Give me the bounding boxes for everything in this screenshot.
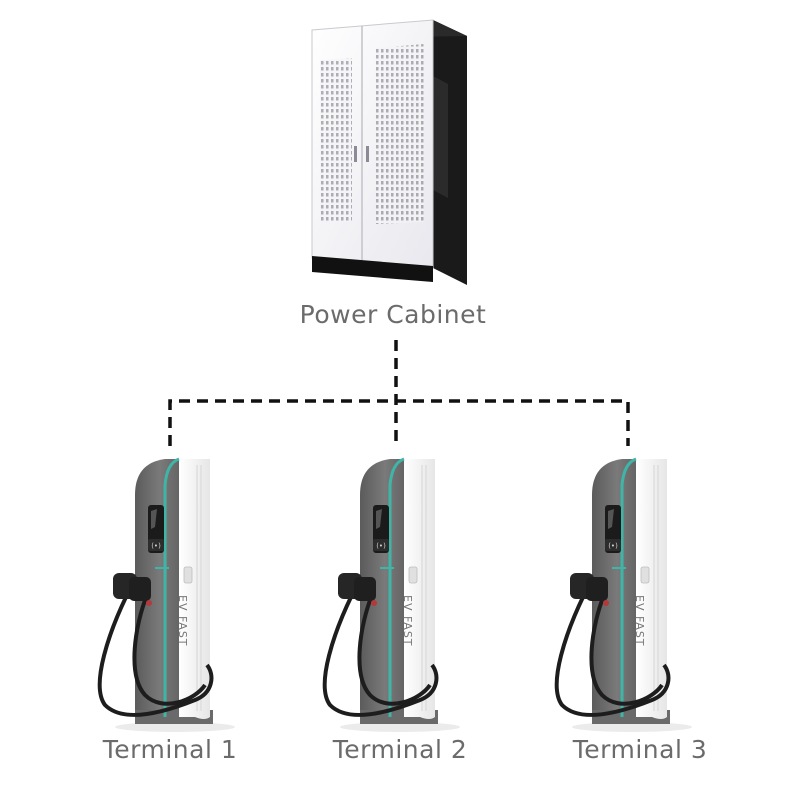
connector-bus (168, 399, 630, 446)
brand-text: EV FAST (176, 595, 189, 647)
terminal-2-charger: EV FAST (322, 457, 462, 734)
terminal-3-label: Terminal 3 (572, 735, 708, 764)
power-connections (168, 340, 630, 446)
power-cabinet-label: Power Cabinet (299, 300, 487, 329)
terminal-1-label: Terminal 1 (102, 735, 238, 764)
terminal-1-charger: EV FAST (97, 457, 237, 734)
power-cabinet (311, 19, 467, 285)
brand-text: EV FAST (633, 595, 646, 647)
terminal-3-charger: EV FAST (554, 457, 694, 734)
terminal-2-label: Terminal 2 (332, 735, 468, 764)
brand-text: EV FAST (401, 595, 414, 647)
